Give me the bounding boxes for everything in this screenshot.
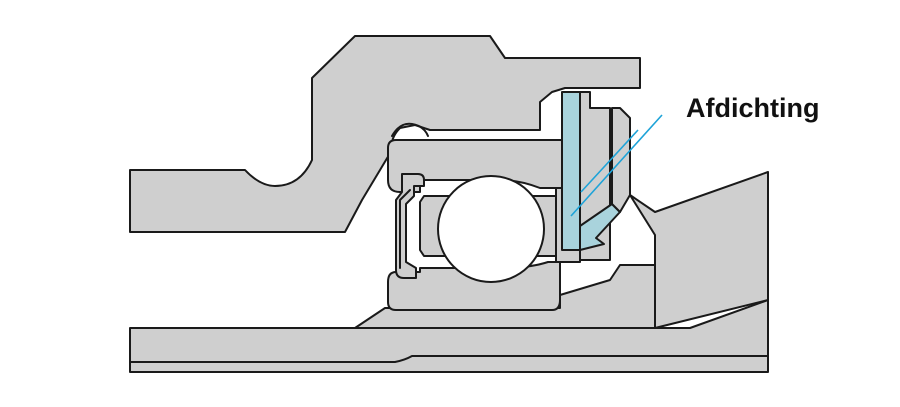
bearing-left-shield-inner [399,189,411,269]
housing-groove [391,122,429,137]
seal-leader-line-upper [580,129,639,193]
seal-vertical-lip [561,91,581,251]
seal-callout-label: Afdichting [686,93,819,123]
seal-leader-line-lower [570,114,663,217]
bearing-ball [437,175,545,283]
bearing-left-shield [395,173,425,279]
housing-right [629,171,769,329]
shaft-step-line [129,355,769,363]
